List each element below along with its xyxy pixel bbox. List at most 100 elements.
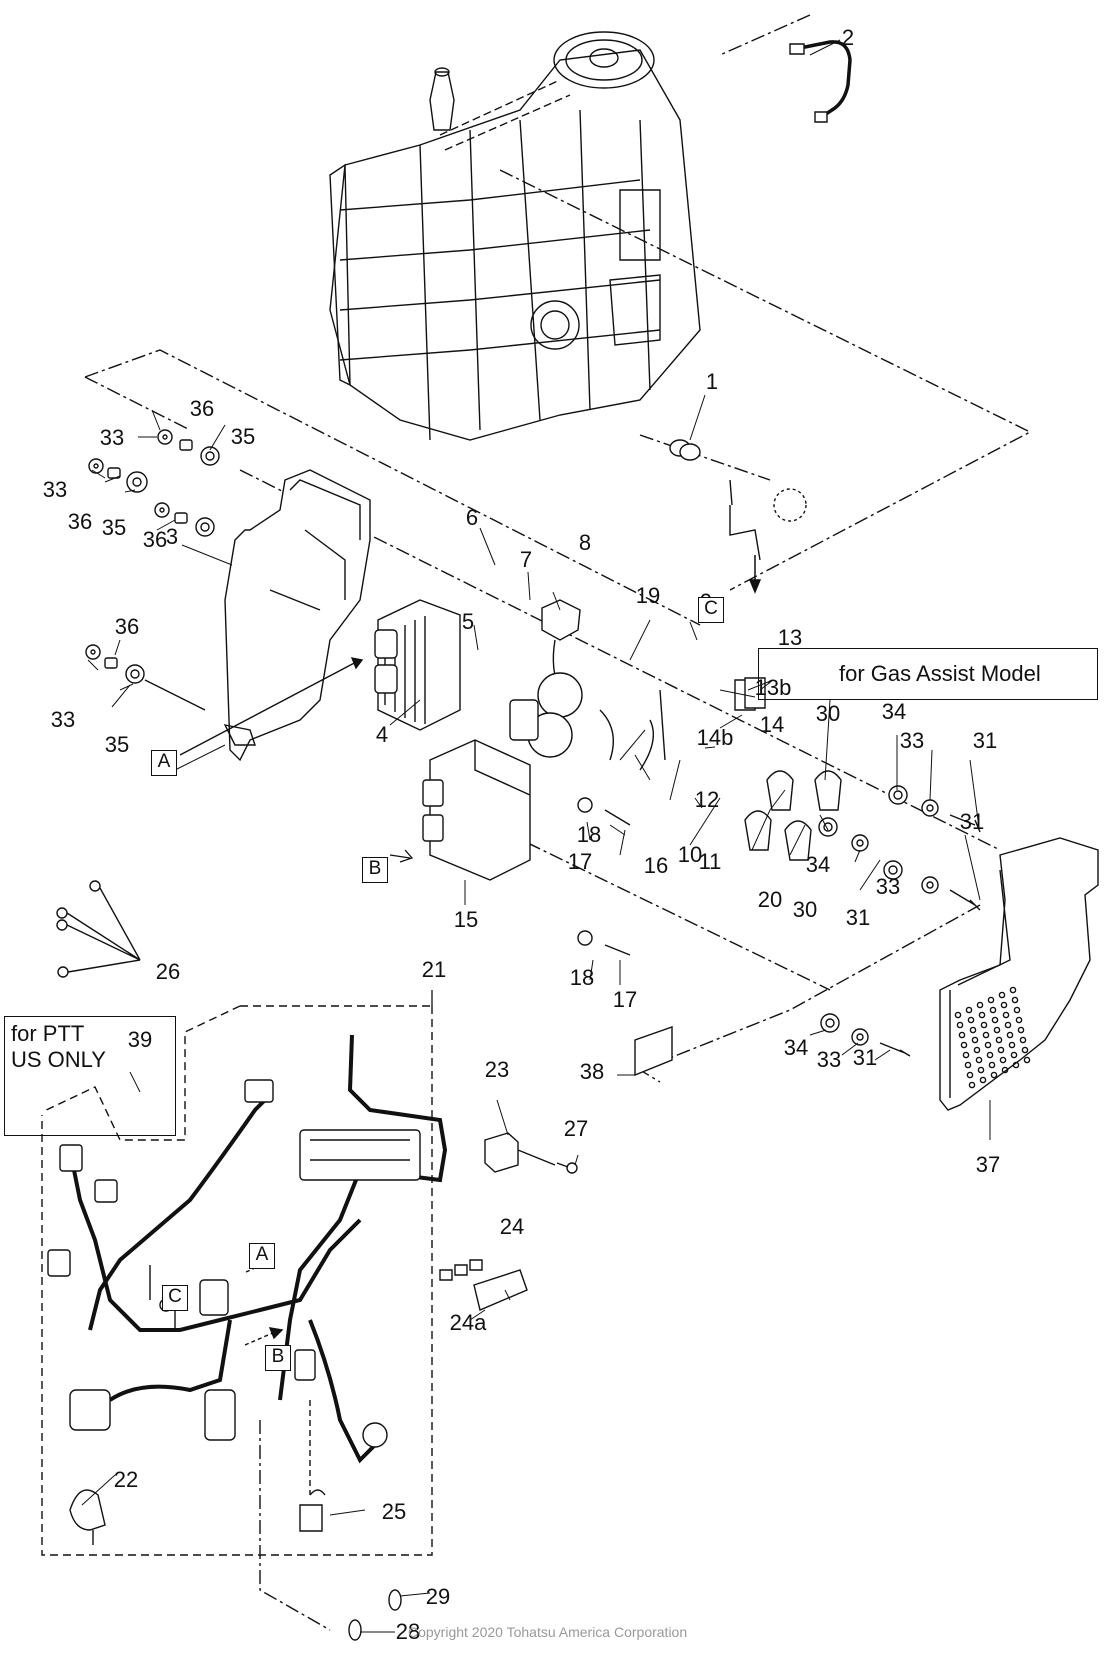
callout-rectifier-regulator[interactable]: 4 (375, 722, 389, 747)
harness-boundary (42, 1006, 432, 1555)
cap-22 (70, 1490, 105, 1545)
callout-cable[interactable]: 13b (754, 675, 792, 700)
ref-marker-a-top[interactable]: A (151, 750, 177, 776)
callout-bolt[interactable]: 31 (845, 905, 871, 930)
vent-hole (967, 1072, 972, 1077)
callout-fuse-holder[interactable]: 25 (381, 1499, 407, 1524)
callout-grommet[interactable]: 34 (805, 852, 831, 877)
callout-grommet[interactable]: 35 (104, 732, 130, 757)
callout-cap[interactable]: 22 (113, 1467, 139, 1492)
vent-hole (1018, 1027, 1023, 1032)
vent-hole (1013, 1062, 1018, 1067)
callout-collar[interactable]: 36 (114, 614, 140, 639)
callout-relay[interactable]: 8 (578, 530, 592, 555)
callout-bolt[interactable]: 5 (461, 609, 475, 634)
ref-marker-b-bottom[interactable]: B (265, 1345, 291, 1371)
sensor (670, 440, 806, 560)
callout-bolt[interactable]: 17 (612, 987, 638, 1012)
callout-sensor[interactable]: 1 (705, 369, 719, 394)
callout-nut[interactable]: 11 (698, 849, 722, 874)
callout-washer[interactable]: 33 (816, 1047, 842, 1072)
callout-washer[interactable]: 18 (576, 822, 602, 847)
callout-cover[interactable]: 37 (975, 1152, 1001, 1177)
callout-grommet[interactable]: 34 (881, 699, 907, 724)
callout-washer[interactable]: 33 (99, 425, 125, 450)
callout-cable[interactable]: 16 (643, 853, 669, 878)
vent-hole (1011, 1052, 1016, 1057)
screws-26 (57, 881, 140, 977)
vent-hole (978, 1067, 983, 1072)
vent-hole (963, 1052, 968, 1057)
callout-fuse-holder[interactable]: 24a (449, 1310, 487, 1335)
callout-cable[interactable]: 10 (677, 842, 703, 867)
relay-23 (485, 1133, 577, 1173)
ref-marker-b-top[interactable]: B (362, 857, 388, 883)
callout-grommet[interactable]: 35 (101, 515, 127, 540)
fuses (440, 1260, 527, 1310)
callout-cap[interactable]: 30 (792, 897, 818, 922)
ref-marker-c-bottom[interactable]: C (162, 1285, 188, 1311)
callout-screw[interactable]: 7 (519, 547, 533, 572)
callout-washer[interactable]: 33 (875, 874, 901, 899)
callout-grommet[interactable]: 35 (230, 424, 256, 449)
vent-hole (1005, 1022, 1010, 1027)
vent-hole (1001, 1002, 1006, 1007)
callout-clamp[interactable]: 28 (395, 1619, 421, 1644)
callout-fuse[interactable]: 24 (499, 1214, 525, 1239)
bracket (225, 470, 370, 760)
vent-hole (1003, 1012, 1008, 1017)
ecu (423, 740, 530, 880)
vent-hole (957, 1022, 962, 1027)
callout-collar[interactable]: 36 (142, 527, 168, 552)
callout-clip[interactable]: 6 (465, 505, 479, 530)
callout-wire-harness[interactable]: 21 (421, 957, 447, 982)
callout-grommet[interactable]: 34 (783, 1035, 809, 1060)
callout-label[interactable]: 38 (579, 1059, 605, 1084)
vent-hole (976, 1057, 981, 1062)
callout-collar[interactable]: 36 (67, 509, 93, 534)
vent-hole (991, 1072, 996, 1077)
callout-bolt[interactable]: 17 (567, 849, 593, 874)
vent-hole (990, 1007, 995, 1012)
callout-cap[interactable]: 13 (777, 625, 803, 650)
vent-hole (970, 1027, 975, 1032)
ref-marker-c-top[interactable]: C (698, 597, 724, 623)
callout-nut[interactable]: 14 (759, 712, 785, 737)
gas-assist-note-text: for Gas Assist Model (839, 661, 1041, 686)
vent-hole (988, 997, 993, 1002)
callout-hose-pipe[interactable]: 2 (841, 25, 855, 50)
callout-bracket[interactable]: 3 (165, 524, 179, 549)
vent-hole (968, 1017, 973, 1022)
callout-cable[interactable]: 19 (635, 583, 661, 608)
vent-hole (981, 1022, 986, 1027)
vent-hole (1020, 1037, 1025, 1042)
vent-hole (1007, 1032, 1012, 1037)
callout-relay[interactable]: 23 (484, 1057, 510, 1082)
vent-hole (959, 1032, 964, 1037)
callout-cap[interactable]: 39 (127, 1027, 153, 1052)
callout-bolt[interactable]: 31 (959, 809, 985, 834)
callout-nut[interactable]: 14b (696, 725, 734, 750)
callout-cap[interactable]: 20 (757, 887, 783, 912)
callout-clamp[interactable]: 29 (425, 1584, 451, 1609)
vent-hole (1012, 997, 1017, 1002)
callout-screw[interactable]: 27 (563, 1116, 589, 1141)
callout-washer[interactable]: 33 (42, 477, 68, 502)
label-decal (635, 1027, 672, 1075)
callout-washer[interactable]: 12 (694, 787, 720, 812)
vent-hole (1016, 1017, 1021, 1022)
callout-washer[interactable]: 18 (569, 965, 595, 990)
callout-washer[interactable]: 33 (50, 707, 76, 732)
callout-cap[interactable]: 30 (815, 701, 841, 726)
callout-collar[interactable]: 36 (189, 396, 215, 421)
mounting-hardware-left (86, 430, 219, 710)
callout-ecu[interactable]: 15 (453, 907, 479, 932)
callout-bolt[interactable]: 31 (852, 1045, 878, 1070)
ptt-note-line2: US ONLY (11, 1047, 106, 1072)
vent-hole (1014, 1007, 1019, 1012)
ref-marker-a-bottom[interactable]: A (249, 1243, 275, 1269)
callout-bolt[interactable]: 31 (972, 728, 998, 753)
callout-washer[interactable]: 33 (899, 728, 925, 753)
vent-hole (1009, 1042, 1014, 1047)
callout-screws[interactable]: 26 (155, 959, 181, 984)
